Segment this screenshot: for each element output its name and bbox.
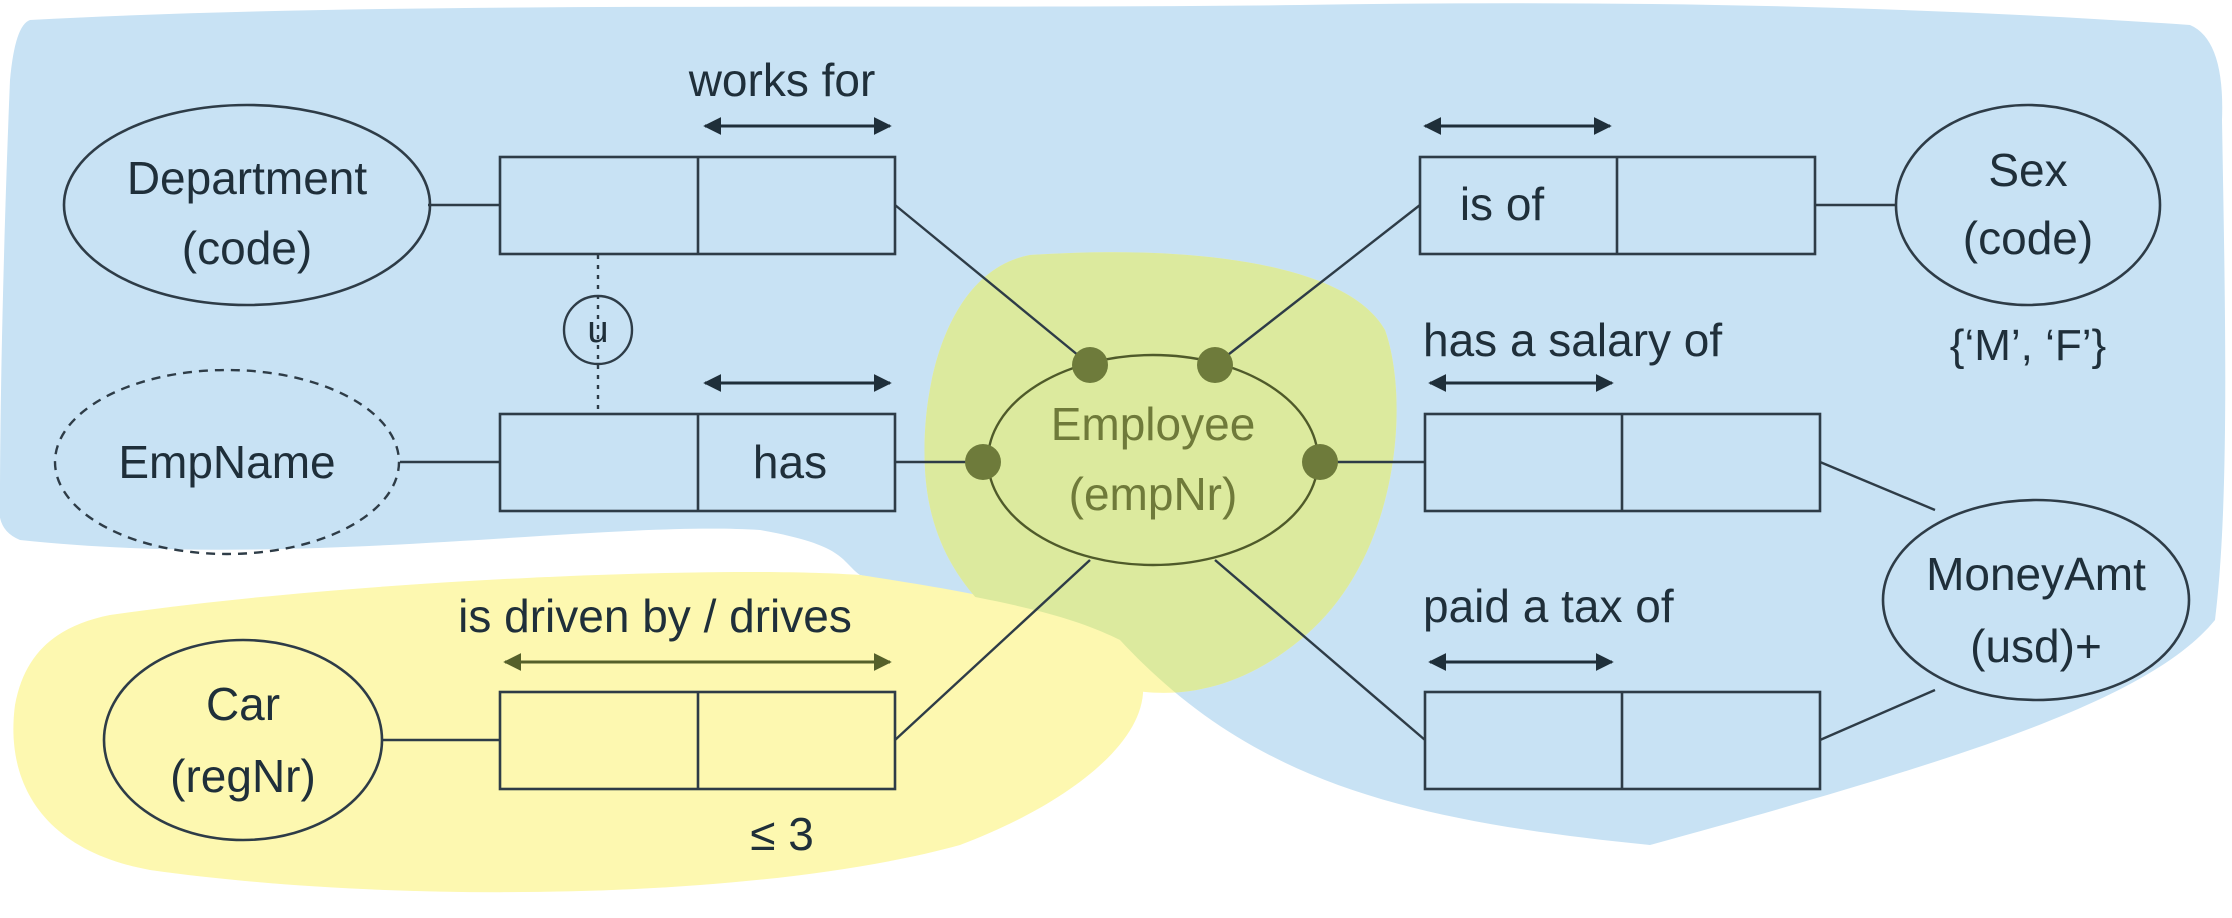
connector-tax-moneyamt xyxy=(1819,688,1936,742)
fact-has xyxy=(498,412,897,513)
employee-overlap-region xyxy=(924,252,1397,693)
mandatory-dot-salary xyxy=(1302,444,1338,480)
employee-ref: (empNr) xyxy=(1069,468,1238,520)
moneyamt-name: MoneyAmt xyxy=(1926,548,2146,600)
fact-tax xyxy=(1423,690,1822,791)
tax-reading: paid a tax of xyxy=(1423,580,1674,632)
entity-sex xyxy=(1894,103,2162,307)
entity-department xyxy=(62,103,432,307)
department-ref: (code) xyxy=(182,222,312,274)
mandatory-dot-is-of xyxy=(1197,347,1233,383)
has-role-text: has xyxy=(753,436,827,488)
works-for-reading: works for xyxy=(688,54,876,106)
connector-employee-tax xyxy=(1214,559,1426,741)
mandatory-dot-has xyxy=(965,444,1001,480)
connector-drives-employee xyxy=(894,559,1091,741)
car-context-region xyxy=(13,571,1144,893)
is-of-role-text: is of xyxy=(1460,178,1545,230)
drives-frequency-constraint: ≤ 3 xyxy=(750,808,814,860)
constraint-u-label: u xyxy=(587,309,608,351)
mandatory-dot-works-for xyxy=(1072,347,1108,383)
entity-empname xyxy=(53,368,401,556)
employee-name: Employee xyxy=(1051,398,1256,450)
sex-ref: (code) xyxy=(1963,212,2093,264)
car-ref: (regNr) xyxy=(170,750,316,802)
uniqueness-constraint-circle xyxy=(562,294,634,366)
fact-salary xyxy=(1423,412,1822,513)
department-name: Department xyxy=(127,152,368,204)
drives-reading: is driven by / drives xyxy=(458,590,852,642)
connector-salary-moneyamt xyxy=(1819,460,1936,512)
salary-reading: has a salary of xyxy=(1423,314,1722,366)
entity-car xyxy=(102,638,384,842)
sex-value-constraint: {‘M’, ‘F’} xyxy=(1950,321,2106,370)
fact-works-for xyxy=(498,155,897,256)
fact-is-of xyxy=(1418,155,1817,256)
car-name: Car xyxy=(206,678,280,730)
entity-moneyamt xyxy=(1881,498,2191,702)
connector-worksfor-employee xyxy=(894,204,1091,366)
connector-employee-isof xyxy=(1214,204,1421,366)
moneyamt-ref: (usd)+ xyxy=(1970,620,2102,672)
sex-name: Sex xyxy=(1988,144,2067,196)
fact-drives xyxy=(498,690,897,791)
empname-name: EmpName xyxy=(118,436,335,488)
